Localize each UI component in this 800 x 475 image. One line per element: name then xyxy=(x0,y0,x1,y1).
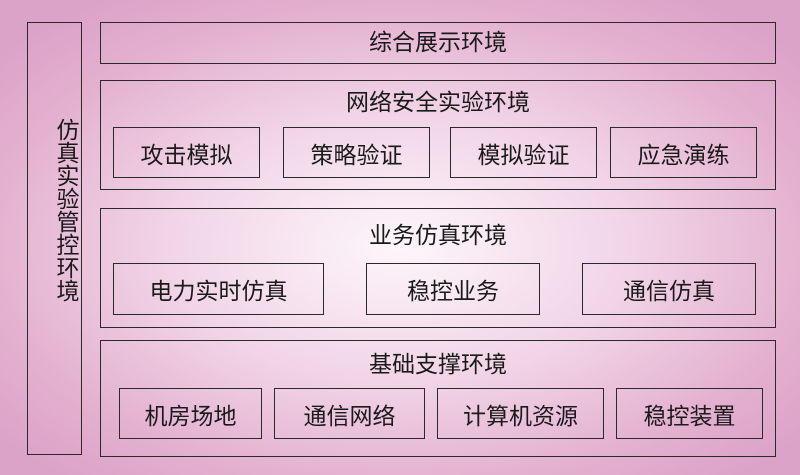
business-env-box: 业务仿真环境 xyxy=(100,208,776,328)
security-env-title: 网络安全实验环境 xyxy=(346,90,530,116)
infra-item: 计算机资源 xyxy=(437,388,604,439)
infra-env-title: 基础支撑环境 xyxy=(369,352,507,378)
infra-item: 稳控装置 xyxy=(616,388,763,439)
business-env-title: 业务仿真环境 xyxy=(369,223,507,249)
security-item: 模拟验证 xyxy=(450,127,597,178)
security-item: 攻击模拟 xyxy=(113,127,260,178)
infra-item: 机房场地 xyxy=(119,388,262,439)
business-item: 通信仿真 xyxy=(582,263,756,315)
control-env-title: 仿真实验管控环境 xyxy=(52,118,78,302)
infra-item: 通信网络 xyxy=(274,388,425,439)
security-item: 策略验证 xyxy=(283,127,430,178)
security-env-box: 网络安全实验环境 xyxy=(100,80,776,190)
security-item: 应急演练 xyxy=(610,127,757,178)
control-env-panel: 仿真实验管控环境 xyxy=(27,22,82,455)
business-item: 稳控业务 xyxy=(366,263,540,315)
display-env-title: 综合展示环境 xyxy=(369,30,507,56)
display-env-box: 综合展示环境 xyxy=(100,22,776,64)
business-item: 电力实时仿真 xyxy=(113,263,324,315)
infra-env-box: 基础支撑环境 xyxy=(100,340,776,457)
